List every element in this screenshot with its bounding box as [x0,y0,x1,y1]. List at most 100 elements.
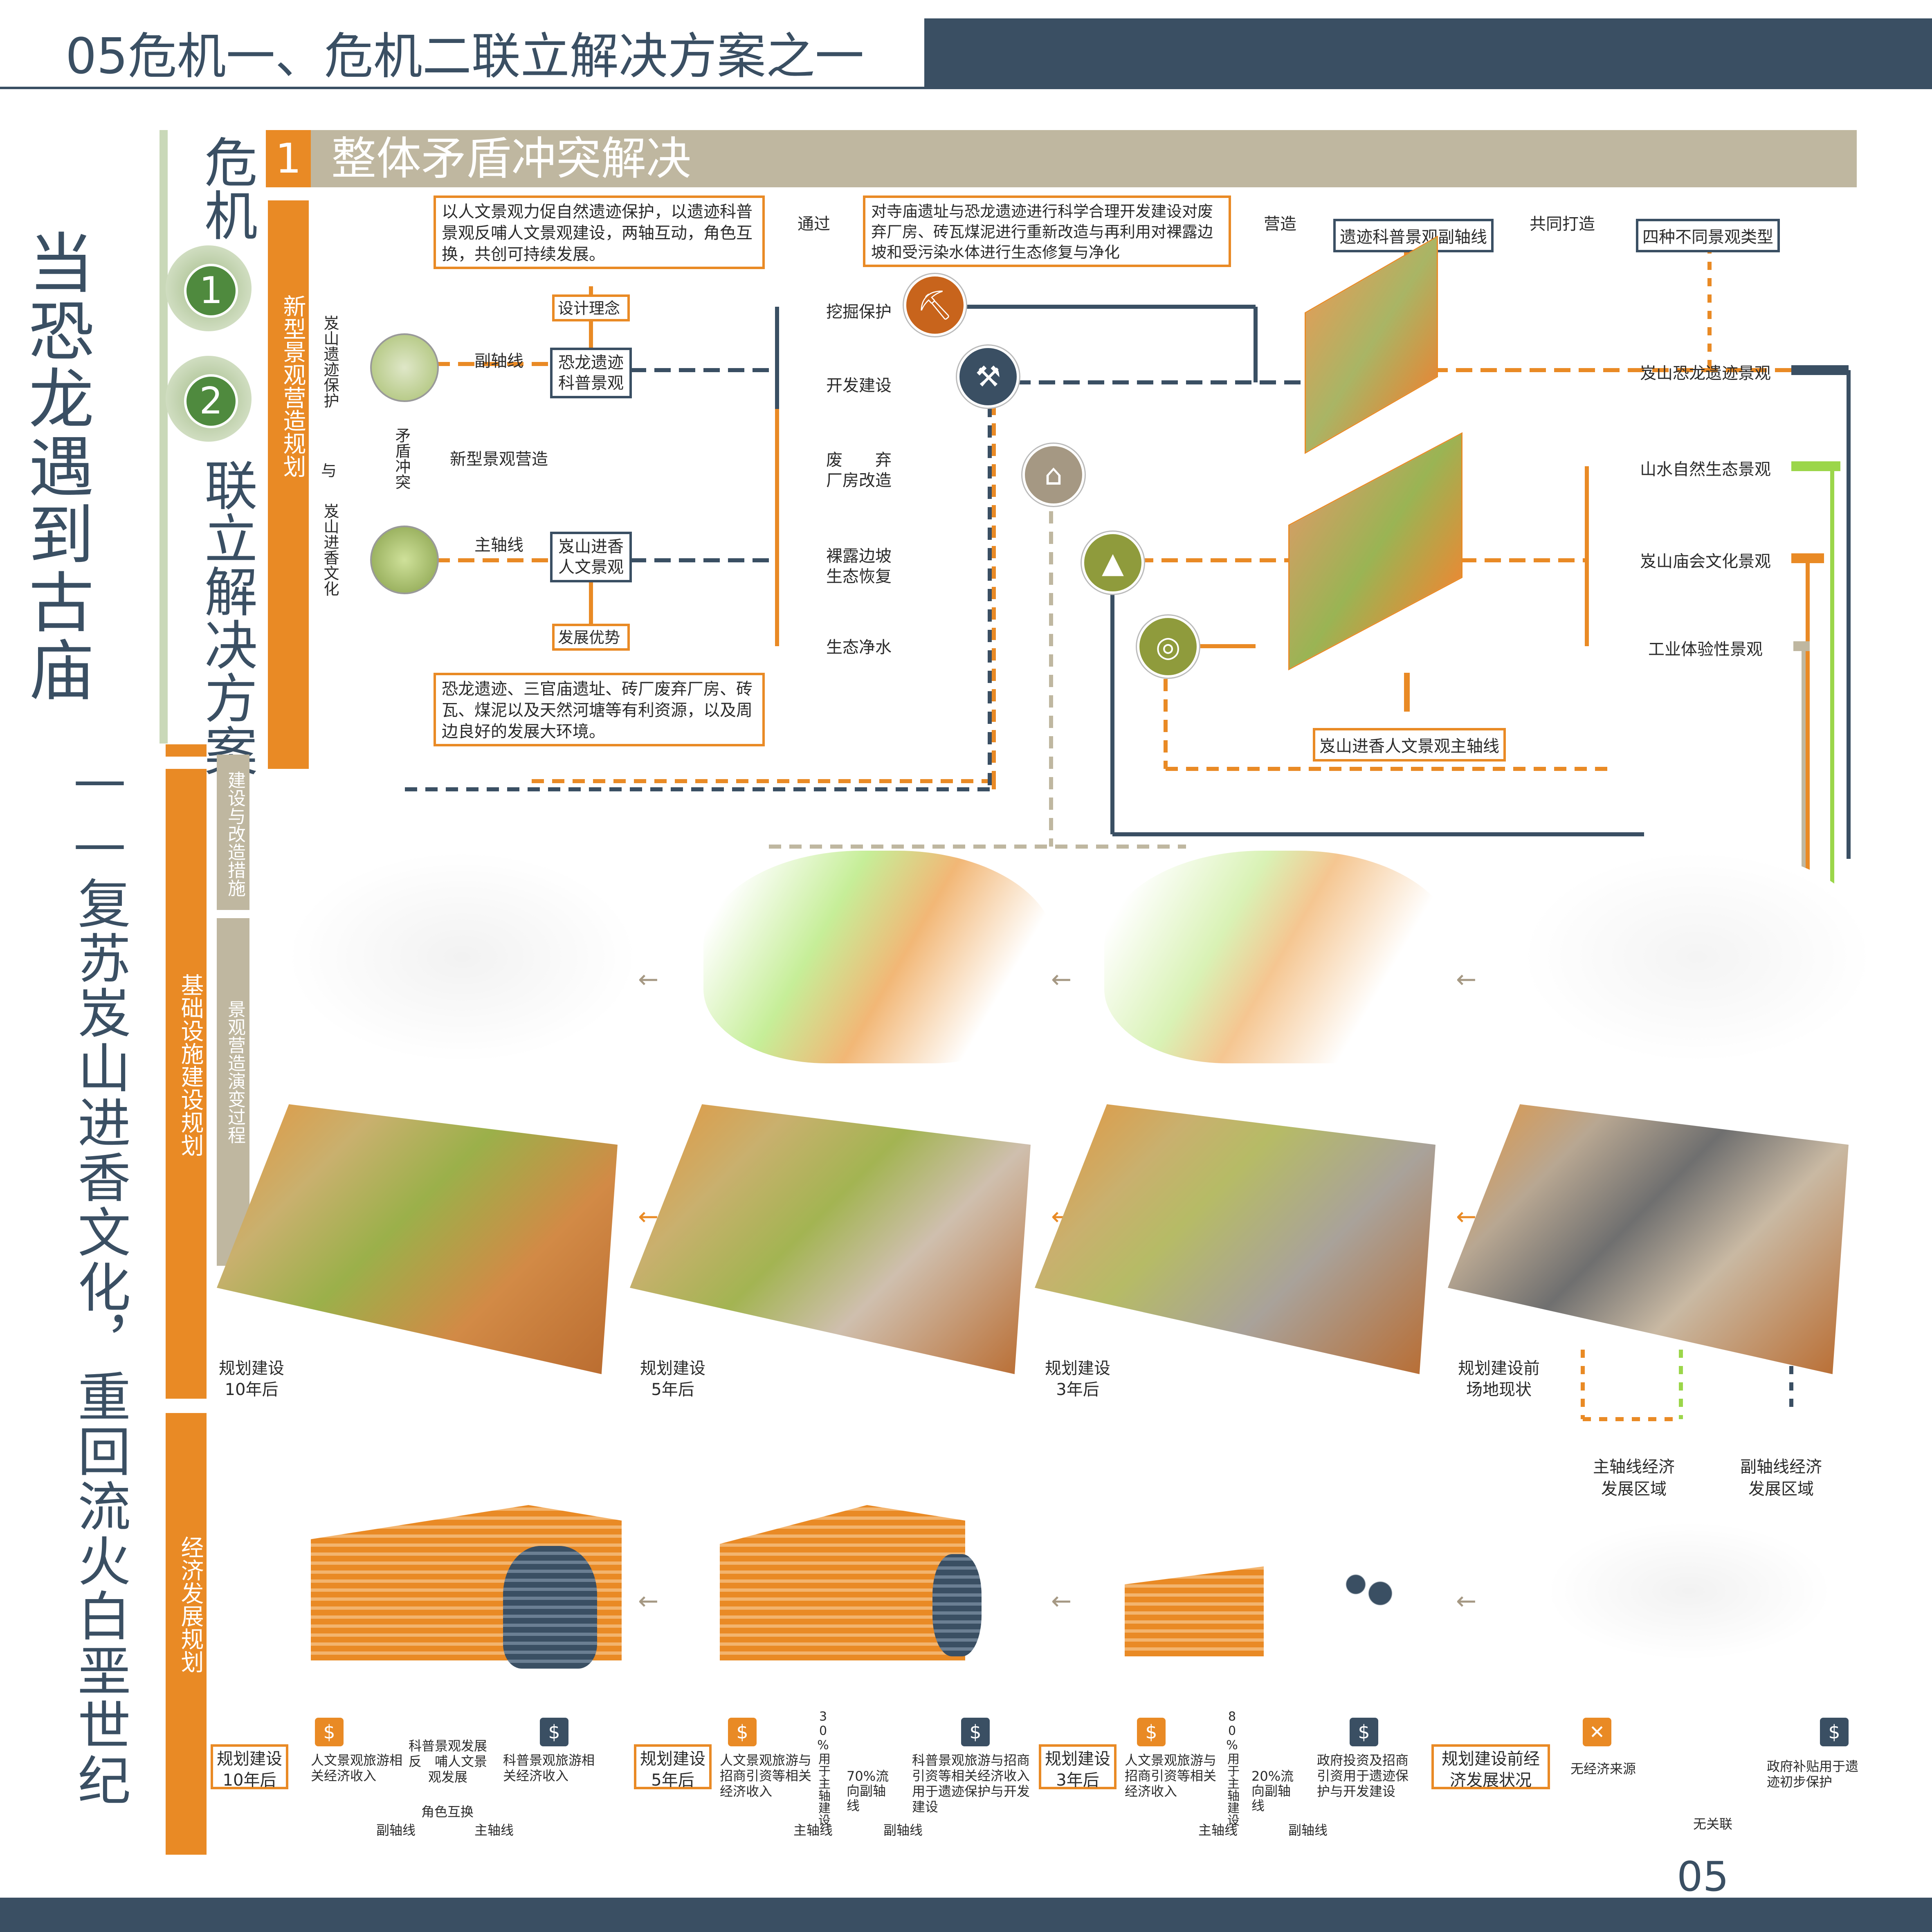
measures-text: 对寺庙遗址与恐龙遗迹进行科学合理开发建设对废弃厂房、砖瓦煤泥进行重新改造与再利用… [863,195,1231,267]
arrow-left-3: ← [1456,965,1477,994]
econ-10yr-sub-axis: 副轴线 [376,1822,416,1838]
type-industry: 工业体验性景观 [1648,640,1763,659]
action-factory: 废 弃厂房改造 [826,451,892,490]
econ-3yr-sub-axis: 副轴线 [1288,1822,1328,1838]
water-icon: ◎ [1137,616,1199,678]
footer-bar [0,1898,1932,1932]
action-excavate: 挖掘保护 [826,303,892,321]
econ-5yr-main-axis: 主轴线 [793,1822,833,1838]
evolution-band: 景观营造演变过程 [217,918,249,1266]
construction-measures-label: 建设与改造措施 [225,771,245,897]
action-water: 生态净水 [826,638,892,657]
evolution-band-label: 景观营造演变过程 [225,1000,245,1144]
main-zone-label: 主轴线经济发展区域 [1593,1458,1675,1498]
econ-3yr-main-axis: 主轴线 [1198,1822,1238,1838]
money-bag-icon: $ [1137,1718,1166,1746]
econ-current-box: 规划建设前经济发展状况 [1431,1744,1550,1790]
infrastructure-band: 基础设施建设规划 [166,769,207,1399]
design-idea-label: 设计理念 [552,294,630,321]
sub-axis-map-thumb [370,333,439,402]
conflict-label: 矛盾冲突 [393,427,411,490]
econ-3yr-main-income: 人文景观旅游与招商引资等相关经济收入 [1125,1752,1217,1799]
dev-advantage-label: 发展优势 [552,624,630,651]
type-nature-swatch [1791,461,1840,471]
economy-band-label: 经济发展规划 [177,1536,204,1673]
econ-current-unrelated: 无关联 [1693,1816,1733,1832]
econ-map-3yr-main [1125,1566,1264,1656]
econ-5yr-percent: 30%用于主轴建设 [816,1710,830,1826]
header-bar [924,18,1932,88]
econ-current-none: 无经济来源 [1570,1761,1636,1777]
new-landscape-label: 新型景观营造 [450,450,548,469]
crisis-label: 危机 [195,135,258,241]
crisis-1-badge: 1 [166,245,252,331]
econ-map-5yr-sub [932,1554,982,1656]
crisis-2-number: 2 [184,374,238,428]
design-idea-text: 以人文景观力促自然遗迹保护，以遗迹科普景观反哺人文景观建设，两轴互动，角色互换，… [434,195,765,269]
econ-5yr-box: 规划建设5年后 [634,1744,712,1790]
main-axis-label: 主轴线 [474,536,523,555]
money-bag-icon: $ [315,1718,344,1746]
joint-marker [166,744,207,757]
arrow-left-7: ← [638,1587,659,1615]
page-number: 05 [1677,1853,1729,1901]
money-bag-icon: $ [1820,1718,1849,1746]
line-map-3yr [1104,851,1456,1063]
arrow-left-8: ← [1051,1587,1072,1615]
construction-icon: ⚒ [957,346,1019,408]
type-nature: 山水自然生态景观 [1640,460,1771,479]
landscape-planning-band: 新型景观营造规划 [268,200,309,769]
four-types-box: 四种不同景观类型 [1636,219,1780,252]
via-label: 通过 [798,215,830,234]
stage-5yr-label: 规划建设5年后 [640,1359,705,1399]
econ-10yr-main-income: 人文景观旅游相关经济收入 [311,1752,403,1784]
subtitle-vertical: ——复苏岌山进香文化，重回流火白垩世纪 [69,748,131,1808]
econ-current-subsidy: 政府补贴用于遗迹初步保护 [1767,1759,1859,1790]
section-number: 1 [266,130,311,187]
econ-10yr-main-axis: 主轴线 [474,1822,514,1838]
econ-3yr-percent: 80%用于主轴建设 [1225,1710,1239,1826]
money-bag-icon: $ [728,1718,757,1746]
build-label: 营造 [1264,215,1296,234]
econ-10yr-role-swap: 角色互换 [421,1804,474,1820]
footer-page-tab [1391,1857,1932,1898]
incense-landscape-box: 岌山进香人文景观 [550,532,632,582]
co-build-label: 共同打造 [1530,215,1595,234]
excavation-icon: ⛏ [904,274,966,336]
line-map-5yr [703,851,1055,1063]
type-industry-swatch [1793,641,1810,651]
main-axis-map-thumb [370,526,439,594]
construction-measures-band: 建设与改造措施 [217,755,249,910]
economy-band: 经济发展规划 [166,1413,207,1855]
money-bag-icon: $ [1350,1718,1378,1746]
line-map-current [1521,851,1873,1063]
econ-map-current [1546,1521,1832,1660]
page-title: 05危机一、危机二联立解决方案之一 [65,28,864,85]
slope-icon: ▲ [1082,532,1144,594]
header-rule [0,87,1932,89]
type-dino: 岌山恐龙遗迹景观 [1640,364,1771,383]
landscape-planning-band-label: 新型景观营造规划 [279,294,306,478]
incense-culture-label: 岌山进香文化 [321,503,339,596]
main-axis-line-box: 岌山进香人文景观主轴线 [1313,728,1506,762]
stage-current-label: 规划建设前场地现状 [1458,1359,1540,1399]
main-title-vertical: 当恐龙遇到古庙 [18,229,94,704]
and-label: 与 [321,462,337,480]
sub-zone-label: 副轴线经济发展区域 [1740,1458,1822,1498]
dino-science-box: 恐龙遗迹科普景观 [550,348,632,398]
line-map-10yr [286,851,638,1063]
type-dino-swatch [1791,365,1849,375]
econ-map-10yr-sub [503,1546,597,1669]
econ-10yr-feedback: 科普景观发展反 哺人文景观发展 [408,1738,487,1785]
section-bar [266,130,1857,187]
econ-5yr-main-income: 人文景观旅游与招商引资等相关经济收入 [720,1752,812,1799]
econ-10yr-sub-income: 科普景观旅游相关经济收入 [503,1752,595,1784]
section-title: 整体矛盾冲突解决 [331,133,691,185]
crisis-1-number: 1 [184,264,238,318]
econ-5yr-sub-axis: 副轴线 [883,1822,923,1838]
econ-5yr-sub-income: 科普景观旅游与招商引资等相关经济收入用于遗迹保护与开发建设 [912,1752,1030,1815]
money-bag-icon: $ [961,1718,990,1746]
money-bag-icon: $ [540,1718,568,1746]
econ-10yr-box: 规划建设10年后 [211,1744,288,1790]
